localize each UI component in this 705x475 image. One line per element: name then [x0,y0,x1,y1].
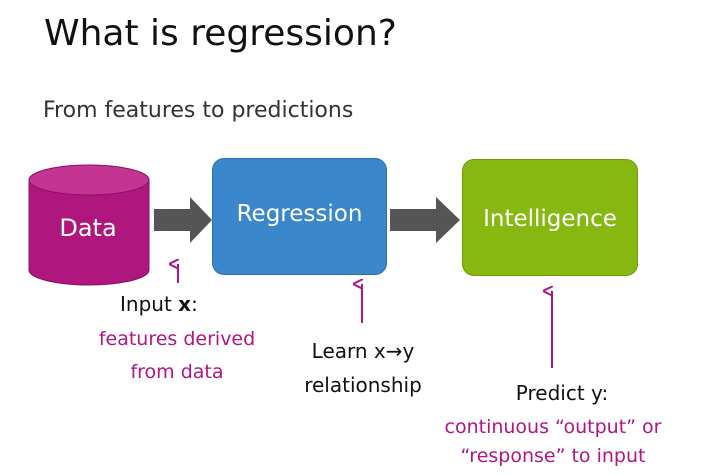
learn-annotation-line1: Learn x→y [311,339,415,363]
slide-title: What is regression? [44,13,397,54]
input-annotation-heading: Input x: [120,291,198,317]
slide-subtitle: From features to predictions [43,98,354,123]
intelligence-node: Intelligence [462,159,638,276]
predict-heading-prefix: Predict [515,381,592,405]
flow-arrow-regression-to-intelligence [390,197,460,243]
predict-annotation-desc-line1: continuous “output” or [444,416,662,438]
input-annotation-desc-line1: features derived [98,328,256,350]
input-annotation-desc-line2: from data [130,361,224,383]
input-heading-suffix: : [191,292,198,316]
regression-node: Regression [212,158,387,275]
predict-heading-suffix: : [601,381,609,405]
predict-annotation-desc-line2: “response” to input [460,445,646,467]
input-heading-prefix: Input [120,292,179,316]
data-cylinder [28,164,150,286]
predict-heading-var: y [591,381,602,405]
flow-arrow-data-to-regression [154,197,212,243]
regression-node-label: Regression [236,201,363,227]
intelligence-node-label: Intelligence [483,206,617,232]
data-node-label: Data [59,214,117,242]
learn-annotation-line2: relationship [304,373,422,397]
predict-annotation-heading: Predict y: [487,380,637,406]
input-heading-var: x [178,292,192,316]
